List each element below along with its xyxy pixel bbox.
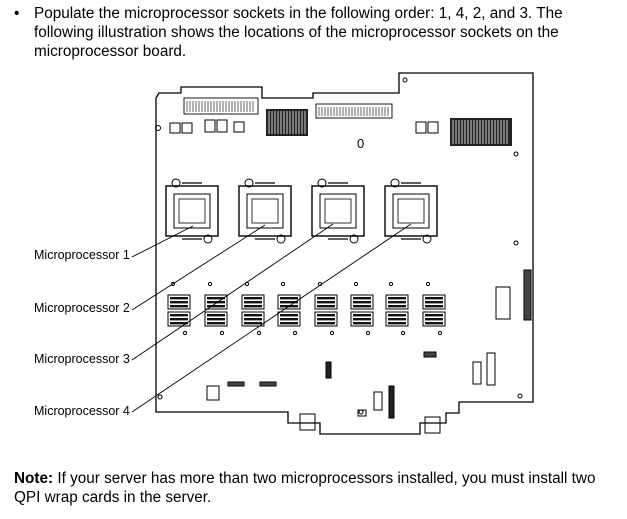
dimm-slot-group (422, 281, 446, 336)
top-connector-left (183, 97, 259, 115)
dimm-slot-group (204, 281, 228, 336)
callout-microprocessor-4: Microprocessor 4 (34, 404, 130, 418)
processor-socket-1 (165, 178, 219, 244)
note-paragraph: Note: If your server has more than two m… (14, 469, 619, 507)
dimm-slot-group (167, 281, 191, 336)
instruction-text: Populate the microprocessor sockets in t… (34, 5, 563, 60)
top-small-components (169, 119, 439, 134)
board-mark: 0 (357, 136, 364, 151)
note-label: Note: (14, 470, 54, 487)
dimm-slot-group (241, 281, 265, 336)
bullet-symbol: • (14, 5, 20, 22)
processor-socket-2 (238, 178, 292, 244)
callout-microprocessor-3: Microprocessor 3 (34, 352, 130, 366)
note-text: If your server has more than two micropr… (14, 470, 596, 506)
callout-leaders (131, 223, 412, 413)
connector-block (450, 118, 512, 146)
board-outline (155, 72, 534, 435)
instruction-bullet: • Populate the microprocessor sockets in… (14, 4, 614, 61)
dimm-slot-group (385, 281, 409, 336)
top-connector-right (315, 103, 393, 119)
callout-microprocessor-1: Microprocessor 1 (34, 248, 130, 262)
processor-socket-4 (384, 178, 438, 244)
callout-microprocessor-2: Microprocessor 2 (34, 301, 130, 315)
dimm-slot-group (314, 281, 338, 336)
processor-socket-3 (311, 178, 365, 244)
dimm-slot-group (350, 281, 374, 336)
right-side-components (206, 269, 532, 434)
